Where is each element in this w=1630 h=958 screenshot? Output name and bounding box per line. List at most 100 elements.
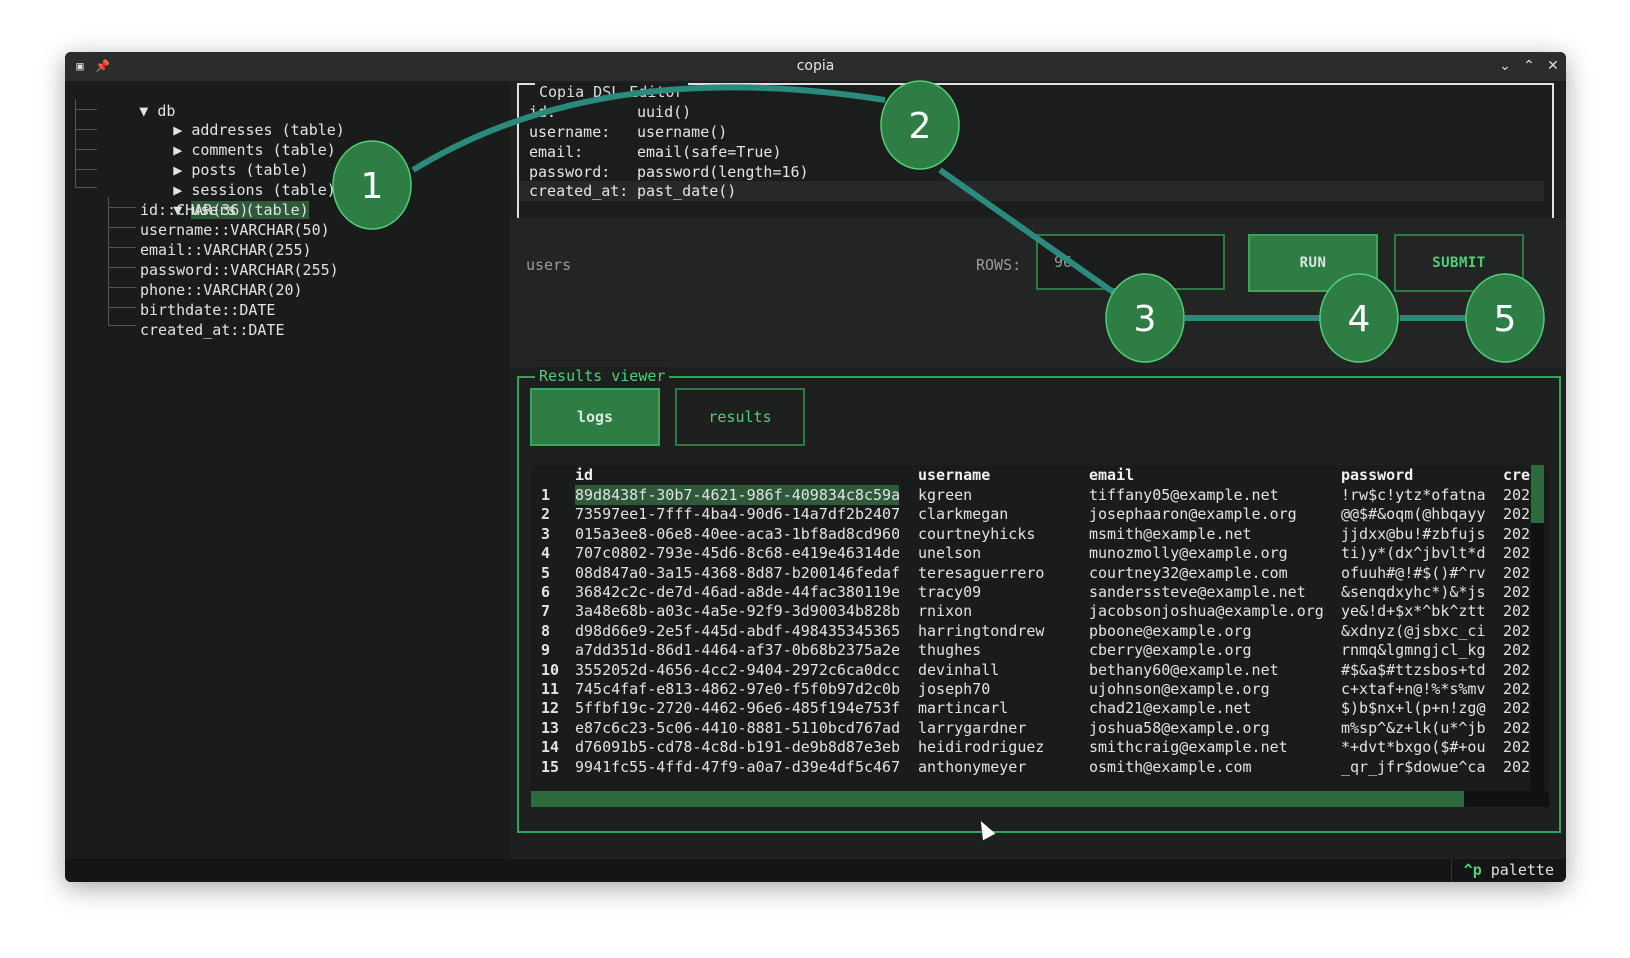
column-header-id[interactable]: id [575, 466, 594, 484]
username-cell[interactable]: kgreen [918, 486, 973, 504]
tree-item-posts[interactable]: ▶ posts (table) [173, 161, 309, 179]
tree-item-users[interactable]: ▼ users (table) [173, 201, 309, 219]
dsl-editor[interactable]: Copia DSL Editor id:uuid() username:user… [517, 83, 1554, 220]
email-cell[interactable]: cberry@example.org [1089, 641, 1252, 660]
column-header-created-at[interactable]: cre [1503, 466, 1531, 484]
username-cell[interactable]: joseph70 [918, 680, 991, 698]
tree-column-created-at[interactable]: created_at::DATE [140, 321, 285, 339]
pin-icon[interactable]: 📌 [95, 59, 110, 73]
tree-column-email[interactable]: email::VARCHAR(255) [140, 241, 312, 259]
id-cell[interactable]: a7dd351d-86d1-4464-af37-0b68b2375a2e [575, 641, 899, 660]
password-cell[interactable]: ye&!d+$x*^bk^ztt [1341, 602, 1486, 621]
username-cell[interactable]: larrygardner [918, 718, 1027, 737]
id-cell[interactable]: 73597ee1-7fff-4ba4-90d6-14a7df2b2407 [575, 505, 899, 524]
password-cell[interactable]: _qr_jfr$dowue^ca [1341, 757, 1486, 776]
editor-line[interactable]: username:username() [529, 123, 728, 141]
tree-root-db[interactable]: ▼ db [139, 102, 176, 120]
tree-column-id[interactable]: id::CHAR(36) [140, 201, 249, 219]
email-cell[interactable]: bethany60@example.net [1089, 660, 1279, 679]
editor-line[interactable]: created_at:past_date() [529, 182, 737, 200]
tree-item-sessions[interactable]: ▶ sessions (table) [173, 181, 336, 199]
tab-results[interactable]: results [675, 388, 805, 446]
email-cell[interactable]: sanderssteve@example.net [1089, 583, 1306, 601]
id-cell[interactable]: d76091b5-cd78-4c8d-b191-de9b8d87e3eb [575, 738, 899, 757]
id-cell[interactable]: 89d8438f-30b7-4621-986f-409834c8c59a [575, 485, 899, 505]
created-at-cell[interactable]: 202 [1503, 563, 1531, 582]
password-cell[interactable]: rnmq&lgmngjcl_kg [1341, 641, 1486, 660]
rows-input-field[interactable] [1054, 253, 1204, 271]
id-cell[interactable]: 745c4faf-e813-4862-97e0-f5f0b97d2c0b [575, 680, 899, 698]
email-cell[interactable]: osmith@example.com [1089, 757, 1252, 776]
tree-column-birthdate[interactable]: birthdate::DATE [140, 301, 276, 319]
username-cell[interactable]: courtneyhicks [918, 524, 1036, 543]
password-cell[interactable]: jjdxx@bu!#zbfujs [1341, 524, 1486, 543]
email-cell[interactable]: chad21@example.net [1089, 699, 1252, 718]
tree-item-comments[interactable]: ▶ comments (table) [173, 141, 336, 159]
password-cell[interactable]: !rw$c!ytz*ofatna [1341, 486, 1486, 504]
id-cell[interactable]: 015a3ee8-06e8-40ee-aca3-1bf8ad8cd960 [575, 524, 899, 543]
email-cell[interactable]: munozmolly@example.org [1089, 544, 1288, 563]
created-at-cell[interactable]: 202 [1503, 641, 1531, 660]
editor-line[interactable]: password:password(length=16) [529, 163, 809, 181]
username-cell[interactable]: martincarl [918, 699, 1009, 718]
tree-column-password[interactable]: password::VARCHAR(255) [140, 261, 339, 279]
tree-item-addresses[interactable]: ▶ addresses (table) [173, 121, 345, 139]
email-cell[interactable]: pboone@example.org [1089, 621, 1252, 640]
id-cell[interactable]: e87c6c23-5c06-4410-8881-5110bcd767ad [575, 718, 899, 737]
password-cell[interactable]: &xdnyz(@jsbxc_ci [1341, 621, 1486, 640]
editor-line[interactable]: id:uuid() [529, 103, 692, 121]
email-cell[interactable]: jacobsonjoshua@example.org [1089, 602, 1324, 621]
id-cell[interactable]: d98d66e9-2e5f-445d-abdf-498435345365 [575, 621, 899, 640]
created-at-cell[interactable]: 202 [1503, 602, 1531, 621]
username-cell[interactable]: anthonymeyer [918, 757, 1027, 776]
id-cell[interactable]: 3552052d-4656-4cc2-9404-2972c6ca0dcc [575, 660, 899, 679]
username-cell[interactable]: thughes [918, 641, 982, 660]
id-cell[interactable]: 707c0802-793e-45d6-8c68-e419e46314de [575, 544, 899, 563]
horizontal-scrollbar-thumb[interactable] [531, 791, 1464, 807]
created-at-cell[interactable]: 202 [1503, 699, 1531, 718]
password-cell[interactable]: @@$#&oqm(@hbqayy [1341, 505, 1486, 524]
column-header-username[interactable]: username [918, 466, 991, 484]
email-cell[interactable]: josephaaron@example.org [1089, 505, 1297, 524]
password-cell[interactable]: ti)y*(dx^jbvlt*d [1341, 544, 1486, 563]
email-cell[interactable]: smithcraig@example.net [1089, 738, 1288, 757]
column-header-password[interactable]: password [1341, 466, 1414, 484]
tab-logs[interactable]: logs [530, 388, 660, 446]
created-at-cell[interactable]: 202 [1503, 524, 1531, 543]
username-cell[interactable]: harringtondrew [918, 621, 1045, 640]
id-cell[interactable]: 5ffbf19c-2720-4462-96e6-485f194e753f [575, 699, 899, 718]
horizontal-scrollbar[interactable] [531, 791, 1549, 807]
created-at-cell[interactable]: 202 [1503, 583, 1531, 601]
created-at-cell[interactable]: 202 [1503, 738, 1531, 757]
password-cell[interactable]: *+dvt*bxgo($#+ou [1341, 738, 1486, 757]
password-cell[interactable]: ofuuh#@!#$()#^rv [1341, 563, 1486, 582]
submit-button[interactable]: SUBMIT [1394, 234, 1524, 292]
id-cell[interactable]: 3a48e68b-a03c-4a5e-92f9-3d90034b828b [575, 602, 899, 621]
tree-column-username[interactable]: username::VARCHAR(50) [140, 221, 330, 239]
password-cell[interactable]: c+xtaf+n@!%*s%mv [1341, 680, 1486, 698]
username-cell[interactable]: tracy09 [918, 583, 982, 601]
id-cell[interactable]: 36842c2c-de7d-46ad-a8de-44fac380119e [575, 583, 899, 601]
password-cell[interactable]: m%sp^&z+lk(u*^jb [1341, 718, 1486, 737]
username-cell[interactable]: clarkmegan [918, 505, 1009, 524]
close-icon[interactable]: ✕ [1547, 58, 1559, 74]
created-at-cell[interactable]: 202 [1503, 621, 1531, 640]
created-at-cell[interactable]: 202 [1503, 505, 1531, 524]
column-header-email[interactable]: email [1089, 466, 1135, 484]
minimize-icon[interactable]: ⌄ [1499, 58, 1511, 74]
run-button[interactable]: RUN [1248, 234, 1378, 292]
email-cell[interactable]: tiffany05@example.net [1089, 486, 1279, 504]
email-cell[interactable]: msmith@example.net [1089, 524, 1252, 543]
